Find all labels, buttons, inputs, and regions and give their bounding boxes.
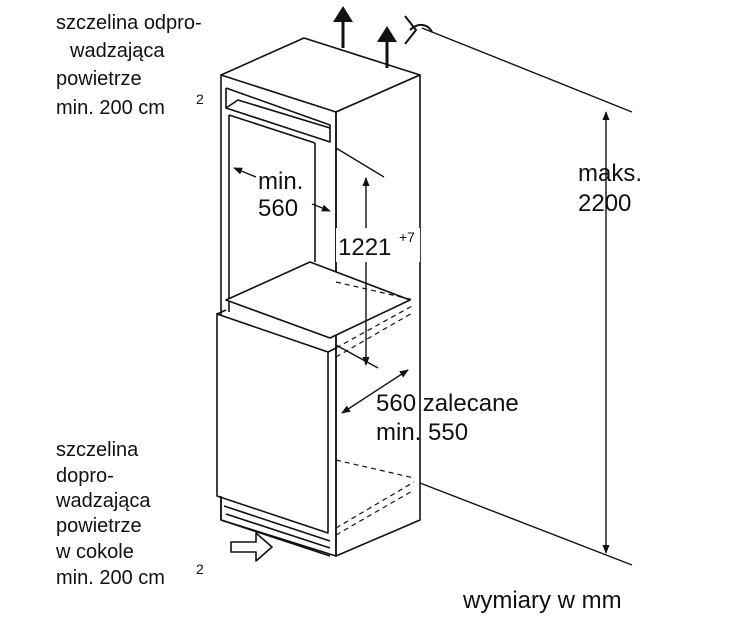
outlet-label-line1: szczelina odpro- <box>56 12 202 34</box>
inlet-label-sup: 2 <box>196 561 204 577</box>
max-height-label: maks. 2200 <box>578 160 642 217</box>
inlet-label-line4: powietrze <box>56 515 142 537</box>
dimension-depth <box>341 369 409 414</box>
outlet-label-sup: 2 <box>196 91 204 107</box>
outlet-label-line2: wadzająca <box>69 40 165 62</box>
inlet-label-line5: w cokole <box>55 541 134 563</box>
outlet-label-line3: powietrze <box>56 68 142 90</box>
max-height-line2: 2200 <box>578 190 631 217</box>
outlet-label: szczelina odpro- wadzająca powietrze min… <box>56 12 204 119</box>
width-label-line2: 560 <box>258 195 298 222</box>
dimension-max-height <box>419 27 633 566</box>
depth-label-line1: 560 zalecane <box>376 390 519 417</box>
units-note: wymiary w mm <box>462 587 622 614</box>
hidden-lines <box>335 281 415 536</box>
width-label: min. 560 <box>258 168 303 222</box>
niche-height-label: 1221 +7 <box>336 228 420 262</box>
inlet-label-line6: min. 200 cm <box>56 567 165 589</box>
max-height-symbol <box>404 15 433 45</box>
air-inlet-arrow <box>230 532 273 562</box>
inlet-label-line3: wadzająca <box>55 490 151 512</box>
inlet-label-line1: szczelina <box>56 439 139 461</box>
cabinet-outline <box>216 37 421 557</box>
depth-label-line2: min. 550 <box>376 419 468 446</box>
outlet-label-line4: min. 200 cm <box>56 97 165 119</box>
niche-height-label-bg <box>336 228 420 262</box>
dimension-niche-width <box>233 167 331 212</box>
air-outlet-arrows <box>333 6 397 68</box>
niche-height-tolerance: +7 <box>399 229 415 245</box>
inlet-label: szczelina dopro- wadzająca powietrze w c… <box>55 439 204 589</box>
niche-height-value: 1221 <box>338 234 391 261</box>
width-label-line1: min. <box>258 168 303 195</box>
dimension-niche-height <box>335 147 385 369</box>
inlet-label-line2: dopro- <box>56 465 114 487</box>
depth-label: 560 zalecane min. 550 <box>376 390 519 446</box>
max-height-line1: maks. <box>578 160 642 187</box>
